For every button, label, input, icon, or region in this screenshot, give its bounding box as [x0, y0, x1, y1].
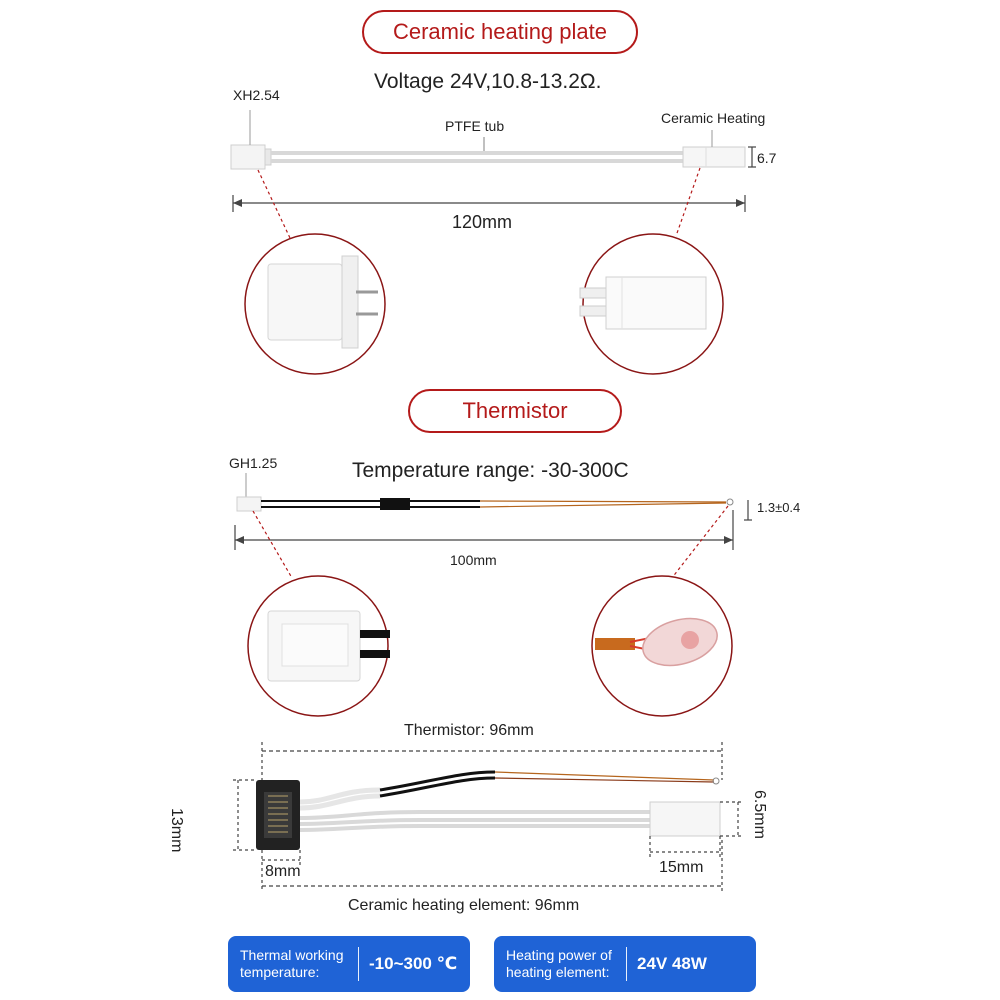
ceramic-heating-label: Ceramic Heating — [661, 110, 766, 126]
heater-height-label: 6.7 — [757, 150, 777, 166]
thermistor-96-label: Thermistor: 96mm — [404, 722, 534, 739]
badge-separator — [626, 947, 627, 981]
ceramic-element — [682, 146, 746, 168]
heater-voltage-spec: Voltage 24V,10.8-13.2Ω. — [374, 70, 602, 93]
thermal-temp-badge: Thermal working temperature: -10~300 ℃ — [228, 936, 470, 992]
element-length-label: 15mm — [659, 859, 704, 876]
badge-label-line2: temperature: — [240, 964, 320, 980]
badge-separator — [358, 947, 359, 981]
gh-connector — [236, 496, 262, 512]
badge-label-line1: Thermal working — [240, 947, 344, 963]
badge-label-line1: Heating power of — [506, 947, 612, 963]
thermistor-section-title: Thermistor — [408, 389, 622, 433]
thermistor-length-label: 100mm — [450, 552, 497, 568]
connector-width-label: 8mm — [265, 863, 301, 880]
thermistor-tip-label: 1.3±0.4 — [757, 500, 801, 515]
heater-diagram — [230, 110, 756, 375]
ptfe-tube-label: PTFE tub — [445, 118, 505, 134]
gh-connector-label: GH1.25 — [229, 455, 278, 471]
xh-connector — [230, 144, 266, 170]
assembly-diagram — [233, 742, 744, 892]
thermal-temp-value: -10~300 ℃ — [369, 954, 458, 973]
badge-label-line2: heating element: — [506, 964, 610, 980]
thermal-temp-badge-label: Thermal working temperature: — [228, 947, 358, 981]
heater-section-title: Ceramic heating plate — [362, 10, 638, 54]
heating-power-badge-label: Heating power of heating element: — [494, 947, 626, 981]
assembly-ceramic-element — [649, 801, 721, 837]
heater-length-label: 120mm — [452, 212, 513, 232]
thermistor-temp-spec: Temperature range: -30-300C — [352, 459, 629, 482]
thermistor-diagram — [234, 473, 752, 717]
heater-96-label: Ceramic heating element: 96mm — [348, 897, 580, 914]
xh-connector-label: XH2.54 — [233, 87, 280, 103]
heating-power-value: 24V 48W — [637, 954, 707, 973]
heating-power-badge: Heating power of heating element: 24V 48… — [494, 936, 756, 992]
